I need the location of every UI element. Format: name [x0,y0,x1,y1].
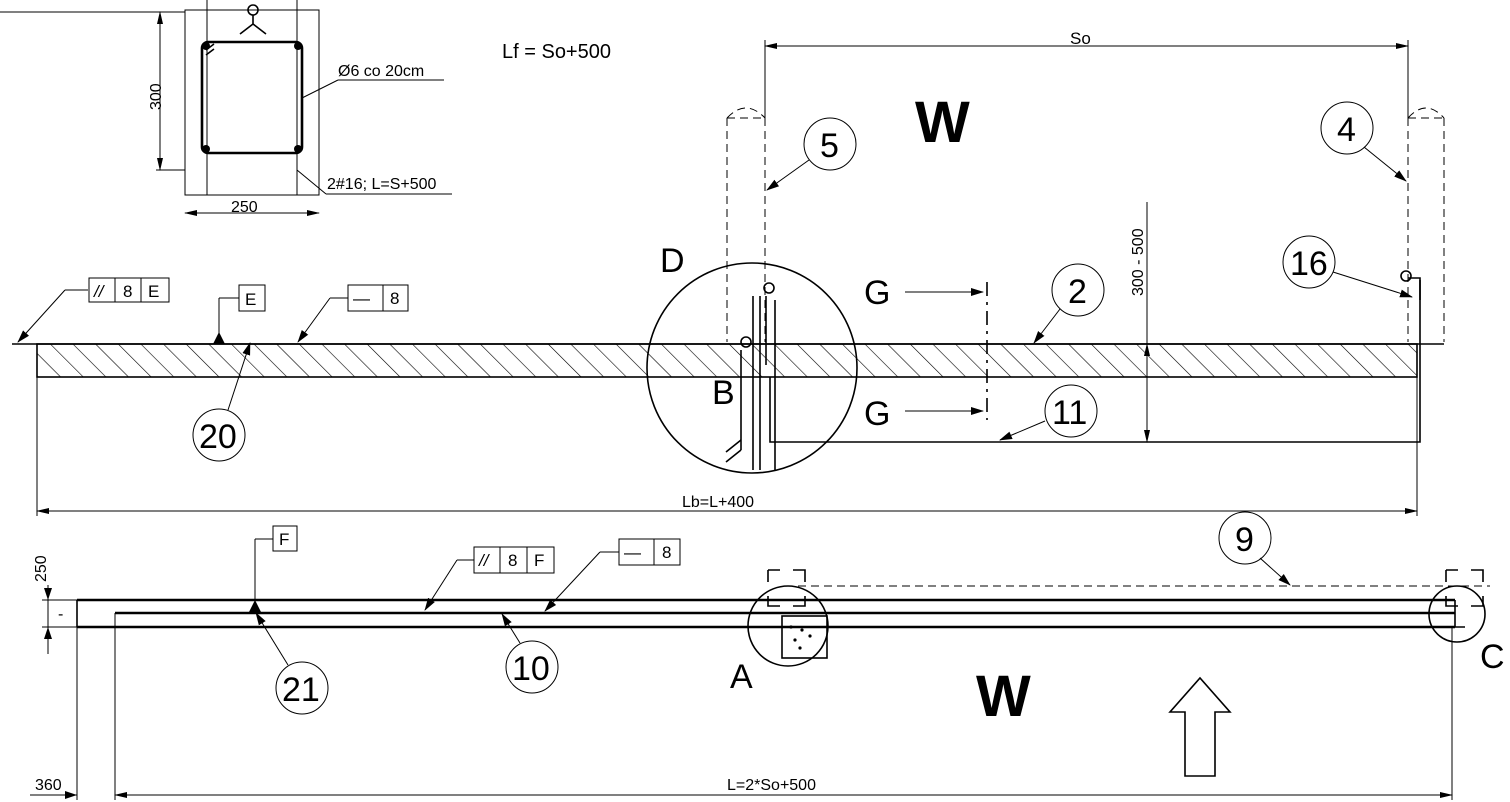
balloon-4-label: 4 [1337,111,1356,149]
left-column-outline [726,107,766,342]
height-range-dimension: 300 - 500 [1130,228,1147,296]
detail-a-circle [747,585,829,667]
detail-c-label: C [1480,638,1505,676]
detail-b-label: B [712,374,735,412]
balloon-9-label: 9 [1235,521,1254,559]
fcf-parallelism-bottom-symbol: // [478,551,491,570]
stirrups-label: Ø6 co 20cm [338,63,424,80]
fcf-parallelism-bottom [424,546,555,611]
so-dimension-label: So [1070,29,1091,48]
datum-e-marker [213,284,266,344]
balloon-9 [1218,511,1291,586]
balloon-21-label: 21 [282,671,320,709]
bars-label: 2#16; L=S+500 [327,176,437,193]
fcf-flatness-bottom [544,538,681,612]
section-width-dimension: 250 [231,199,258,216]
detail-c-circle [1428,585,1486,643]
datum-f-label: F [279,530,289,549]
right-column-outline [1407,107,1445,342]
section-g-bottom: G [864,395,890,433]
fcf-parallelism-top [17,277,170,343]
balloon-4 [1320,101,1407,182]
section-g-top: G [864,274,890,312]
fcf-flatness-top-tol: 8 [390,289,399,308]
fcf-parallelism-top-symbol: // [93,282,106,301]
fcf-parallelism-top-datum: E [148,282,159,301]
l-dimension-label: L=2*So+500 [727,777,816,794]
balloon-20 [192,342,251,462]
fcf-flatness-bottom-symbol: — [624,543,641,562]
balloon-5 [766,117,857,191]
lf-formula: Lf = So+500 [502,41,611,63]
detail-d-label: D [660,242,685,280]
balloon-16 [1282,235,1413,298]
fcf-parallelism-bottom-tol: 8 [508,551,517,570]
wall-label-bottom: W [976,664,1031,729]
datum-f-marker [249,525,298,612]
fcf-flatness-top [297,284,409,343]
beam-plan [76,585,1490,629]
beam-cross-section [0,0,452,216]
wall-label-top: W [915,90,970,155]
section-height-dimension: 300 [148,83,165,110]
detail-a-label: A [730,658,753,696]
balloon-10 [501,613,559,694]
lb-dimension-label: Lb=L+400 [682,494,754,511]
balloon-21 [255,612,329,715]
fcf-parallelism-top-tol: 8 [123,282,132,301]
detail-d-circle [646,262,858,474]
fcf-flatness-bottom-tol: 8 [662,543,671,562]
balloon-10-label: 10 [512,650,550,688]
balloon-2-label: 2 [1068,273,1087,311]
balloon-20-label: 20 [199,418,237,456]
so-dimension-line [764,40,1409,120]
balloon-2 [1033,263,1105,344]
fcf-parallelism-bottom-datum: F [534,551,544,570]
plan-minus-sign: - [58,606,63,623]
plan-width-dimension: 250 [33,555,50,582]
offset-360-dimension: 360 [35,777,62,794]
fcf-flatness-top-symbol: — [353,289,370,308]
detail-d-rebar [725,282,776,470]
balloon-11 [999,384,1098,441]
balloon-11-label: 11 [1052,394,1087,432]
datum-e-label: E [245,290,256,309]
balloon-16-label: 16 [1290,245,1328,283]
balloon-5-label: 5 [820,127,839,165]
view-direction-arrow [1168,676,1232,777]
beam-elevation [36,343,1418,378]
